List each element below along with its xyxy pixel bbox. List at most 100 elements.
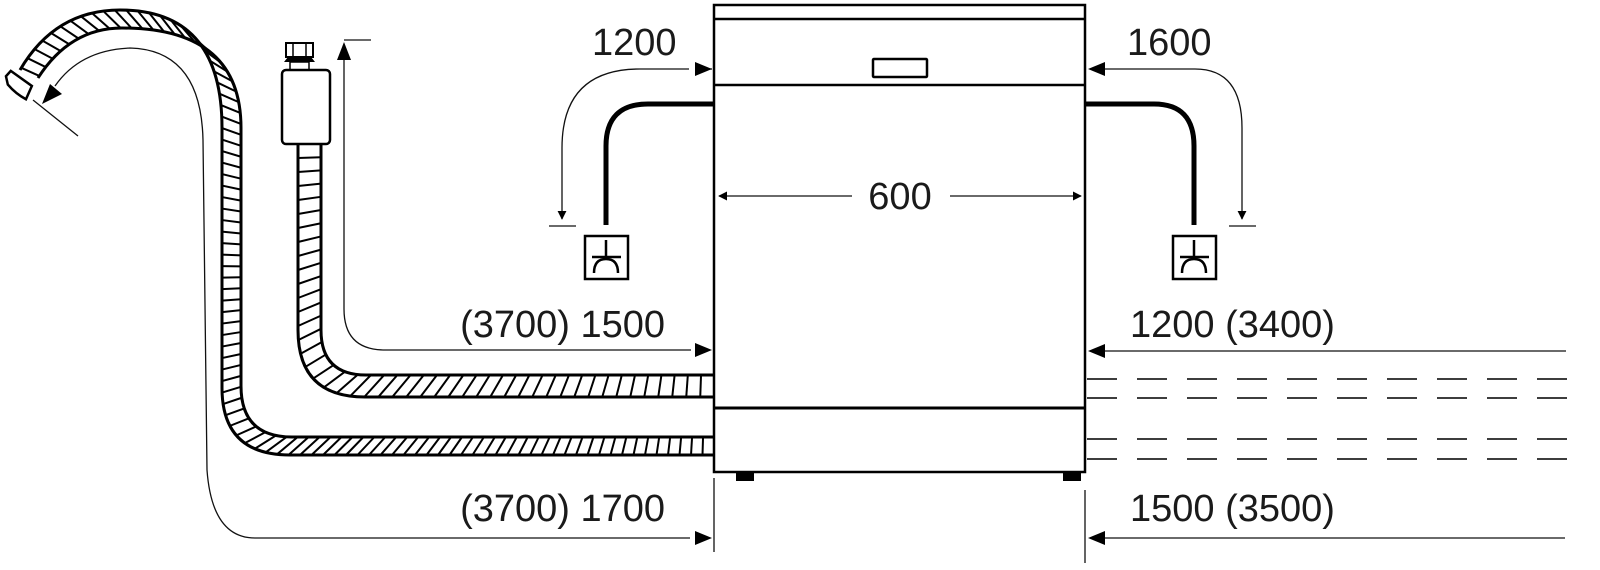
hose-rib <box>632 436 639 456</box>
drain-hose-right-label: 1500 (3500) <box>1130 488 1335 530</box>
hose-rib <box>221 230 242 235</box>
hose-rib <box>643 374 650 398</box>
hose-rib <box>41 39 62 52</box>
hose-rib <box>587 374 597 398</box>
drain-hose-outer-rail <box>18 8 714 457</box>
hose-rib <box>471 436 485 456</box>
hose-rib <box>448 436 463 456</box>
inlet-left-up-arrowhead <box>337 42 351 60</box>
power-cable-right: 1600 <box>1085 22 1256 281</box>
hose-rib <box>221 150 242 158</box>
power-cable-right-line <box>1085 101 1197 225</box>
hose-rib <box>377 374 399 398</box>
hose-rib <box>102 10 122 29</box>
hose-rib <box>297 301 322 313</box>
hose-rib <box>312 364 335 380</box>
hose-rib <box>297 182 322 187</box>
drain-left-end-extension <box>32 99 79 137</box>
hose-rib <box>254 434 277 450</box>
hose-rib <box>69 19 90 35</box>
hose-rib <box>221 184 242 191</box>
hose-rib <box>405 374 425 398</box>
hose-rib <box>322 436 343 456</box>
hose-rib <box>297 327 322 341</box>
hose-rib <box>667 436 672 456</box>
width-dimension: 600 <box>718 176 1082 218</box>
hose-rib <box>655 436 661 456</box>
hose-rib <box>540 436 551 456</box>
hose-rib <box>323 370 346 389</box>
hose-rib <box>671 374 676 398</box>
hose-rib <box>222 396 243 405</box>
hose-rib <box>629 374 636 398</box>
drain-hose-left: (3700) 1700 <box>4 8 715 552</box>
hose-rib <box>559 374 570 398</box>
hose-rib <box>27 57 47 68</box>
hose-rib <box>586 436 595 456</box>
hose-rib <box>297 261 322 271</box>
hose-rib <box>159 15 176 36</box>
hose-rib <box>414 436 430 456</box>
hose-rib <box>189 32 206 49</box>
hose-rib <box>489 374 504 398</box>
hose-rib <box>221 320 242 325</box>
hose-rib <box>368 436 387 456</box>
hose-rib <box>221 298 242 302</box>
hose-rib <box>300 341 323 355</box>
hose-rib <box>701 436 705 456</box>
hose-rib <box>91 12 111 30</box>
hose-rib <box>615 374 623 398</box>
hose-rib <box>529 436 540 456</box>
drain-left-end-arrowhead <box>42 84 62 104</box>
hose-rib <box>573 374 584 398</box>
hose-rib <box>50 32 70 46</box>
hose-rib <box>297 314 322 327</box>
power-cable-left-dim-arrow <box>557 68 689 220</box>
hose-rib <box>221 352 242 360</box>
aquastop-valve-icon <box>280 42 332 146</box>
hose-rib <box>136 10 155 31</box>
appliance-outline <box>712 3 1087 474</box>
hose-rib <box>447 374 465 398</box>
hose-rib <box>221 374 242 383</box>
hose-rib <box>221 207 242 213</box>
hose-rib <box>221 138 242 147</box>
hose-rib <box>221 385 242 394</box>
hose-rib <box>221 127 242 136</box>
socket-icon <box>1171 234 1218 281</box>
hose-rib <box>297 169 322 173</box>
hose-rib <box>221 331 242 337</box>
inlet-right-arrowhead <box>1088 344 1105 358</box>
inlet-hose-outer-rail <box>296 144 714 399</box>
hose-rib <box>221 342 242 348</box>
hose-rib <box>345 436 365 456</box>
hose-rib <box>690 436 694 456</box>
power-cable-left-line <box>603 101 714 225</box>
hose-rib <box>297 222 322 229</box>
hose-rib <box>644 436 650 456</box>
hose-rib <box>563 436 573 456</box>
drain-left-dim-line <box>54 47 690 539</box>
hose-rib <box>299 436 321 456</box>
hose-rib <box>425 436 441 456</box>
drain-hose-ribs <box>20 9 715 456</box>
hose-rib <box>229 417 250 427</box>
hose-rib <box>531 374 544 398</box>
hose-rib <box>391 374 412 398</box>
inlet-left-dim-line <box>343 60 691 351</box>
inlet-hose-ribs <box>297 143 703 398</box>
power-cable-right-label: 1600 <box>1127 22 1212 64</box>
right-hoses: 1200 (3400) 1500 (3500) <box>1084 304 1580 563</box>
hose-rib <box>575 436 584 456</box>
drain-hose-hook-icon <box>4 69 34 101</box>
hose-rib <box>494 436 507 456</box>
hose-rib <box>170 19 186 39</box>
drain-right-arrowhead <box>1088 531 1105 545</box>
hose-rib <box>34 48 54 60</box>
hose-rib <box>220 104 241 114</box>
hose-rib <box>609 436 617 456</box>
hose-rib <box>180 25 196 44</box>
hose-rib <box>621 436 628 456</box>
foot-right <box>1063 473 1081 481</box>
